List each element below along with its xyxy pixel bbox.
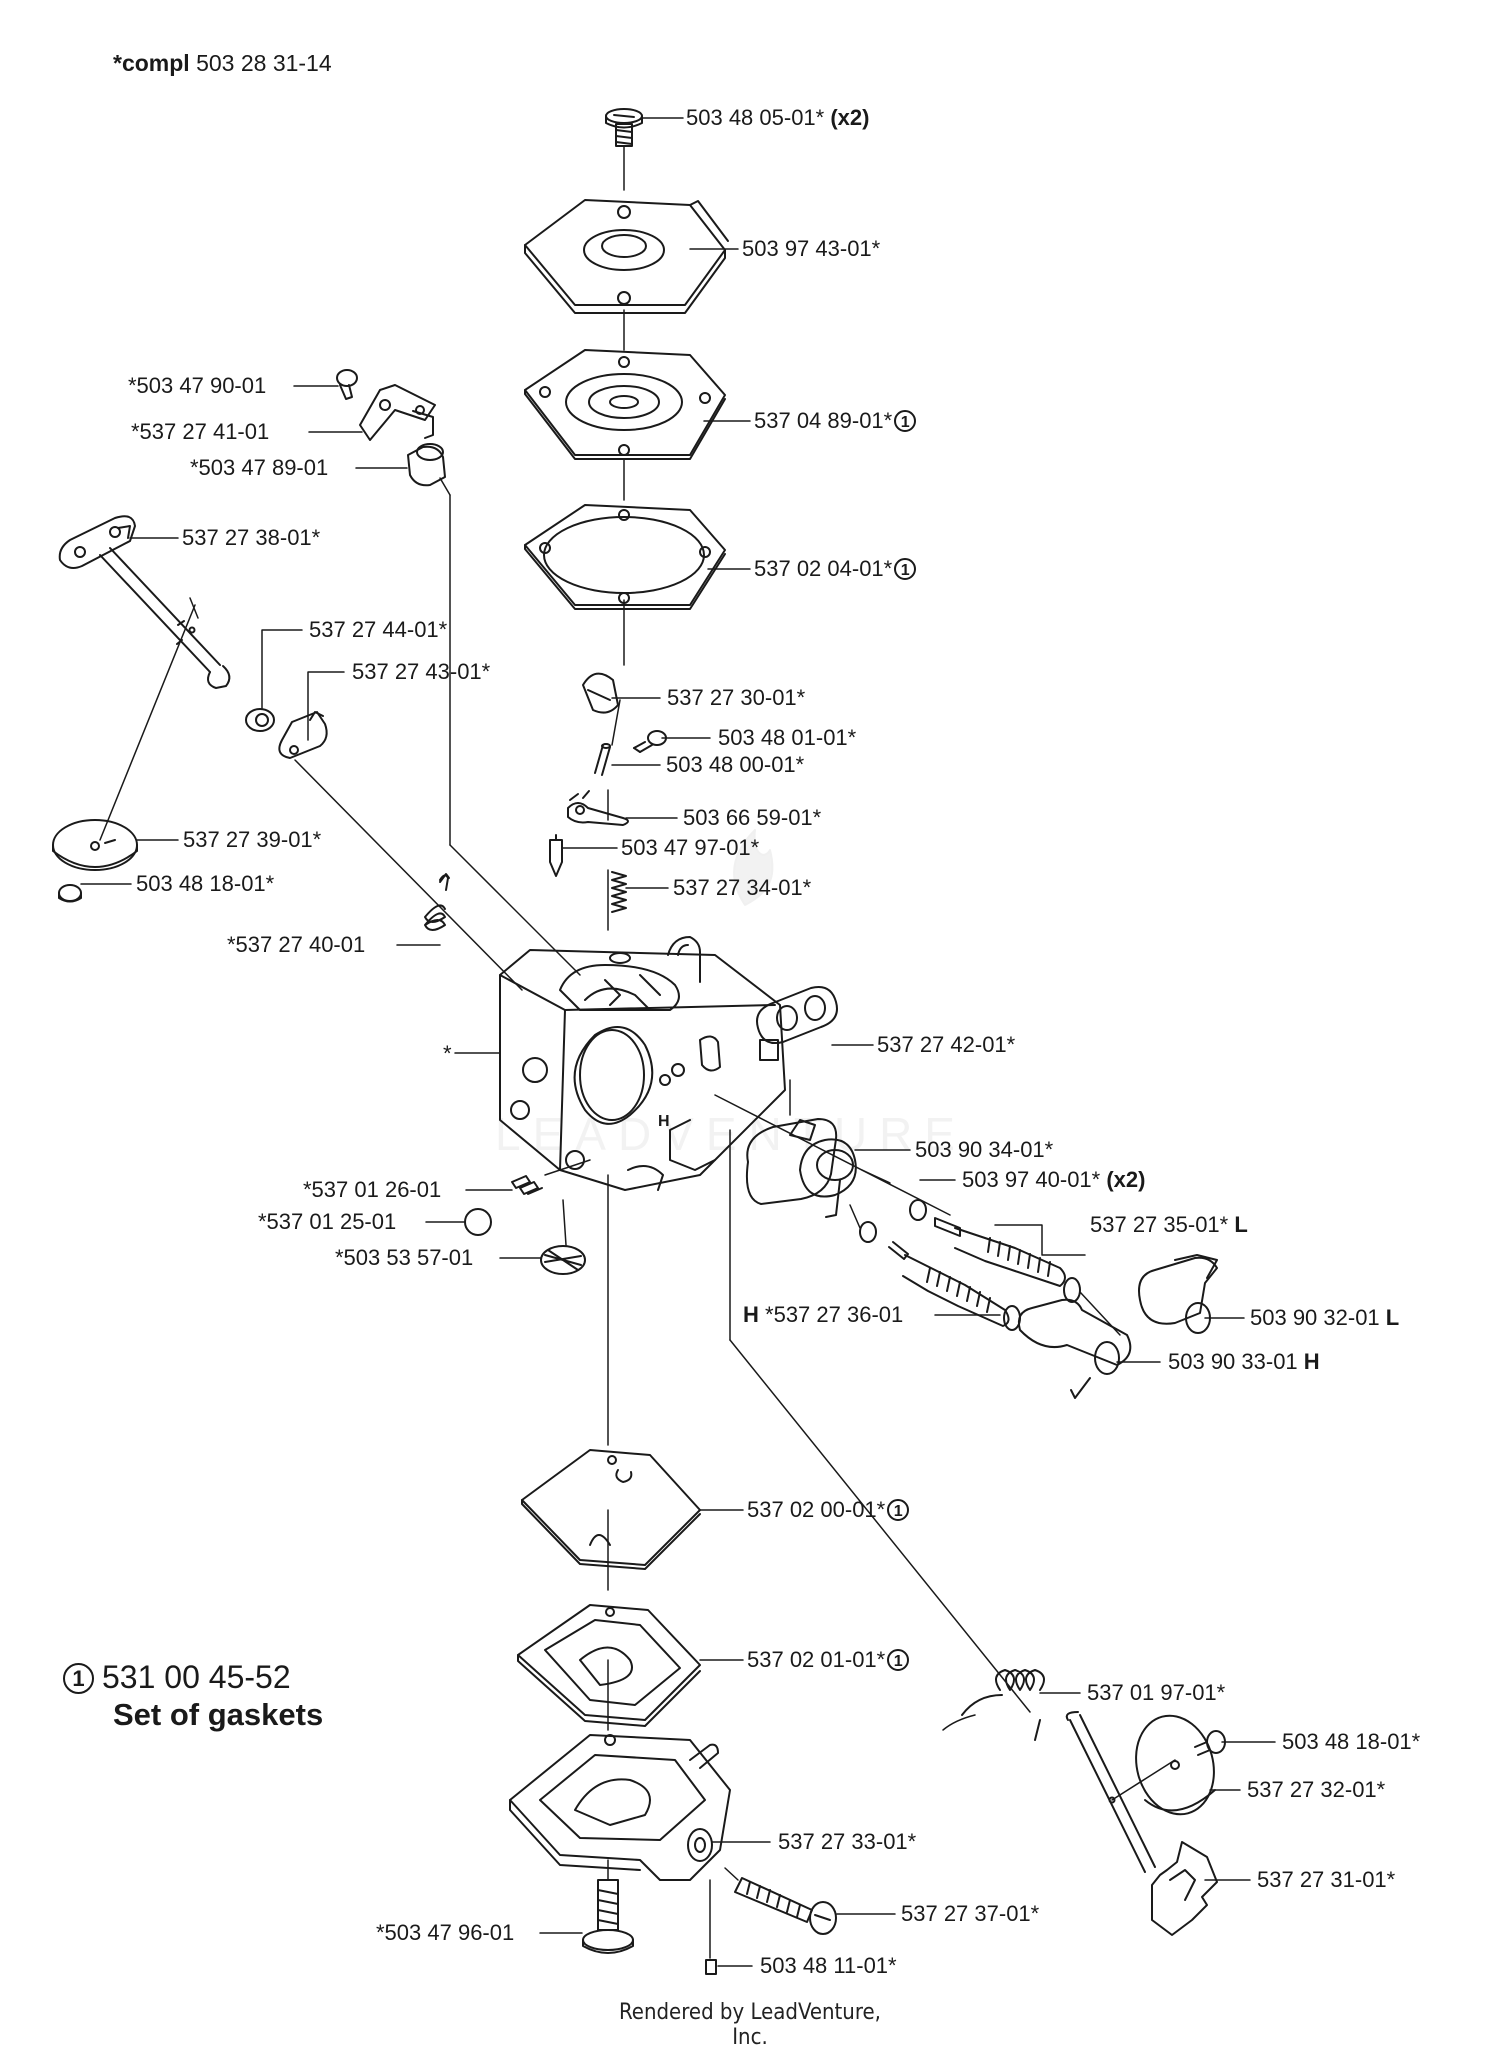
throttle-lever [1152, 1842, 1217, 1935]
cover-screw [583, 1880, 633, 1953]
svg-text:H: H [658, 1113, 670, 1130]
throttle-valve [1125, 1707, 1224, 1823]
complete-assembly-number: *compl 503 28 31-14 [113, 50, 332, 77]
callout-c18: 537 27 34-01* [673, 875, 812, 900]
throttle-shaft [1067, 1712, 1155, 1872]
legend-part-number: 531 00 45-52 [102, 1659, 291, 1695]
throttle-screw [337, 370, 357, 399]
callout-c15: 503 66 59-01* [683, 805, 822, 830]
callout-c01: 503 48 05-01* (x2) [686, 105, 870, 130]
small-screw [634, 731, 666, 752]
legend-title: Set of gaskets [113, 1697, 324, 1732]
choke-detent [279, 712, 326, 758]
control-lever [568, 791, 628, 825]
callout-c24: 503 97 40-01* (x2) [962, 1167, 1146, 1192]
gasket-set-marker: 1 [894, 558, 917, 580]
choke-shaft [60, 516, 230, 688]
pump-diaphragm [525, 350, 725, 459]
callout-c25: *537 01 25-01 [258, 1209, 397, 1234]
compl-prefix: *compl [113, 50, 190, 76]
callout-c02: 503 97 43-01* [742, 236, 881, 261]
welch-plug [706, 1960, 716, 1974]
callout-c13: 503 48 00-01* [666, 752, 805, 777]
choke-valve [53, 820, 137, 870]
throttle-valve-screw [1195, 1731, 1225, 1755]
callout-c40: 503 48 11-01* [760, 1953, 897, 1978]
high-speed-cap [1019, 1300, 1130, 1398]
callout-c03: *503 47 90-01 [128, 373, 267, 398]
o-rings [860, 1200, 926, 1242]
callout-c14: 537 27 39-01* [183, 827, 322, 852]
leader-lines [81, 118, 1275, 1966]
compl-number: 503 28 31-14 [196, 50, 332, 76]
callout-c37: 537 27 31-01* [1257, 1867, 1396, 1892]
central-axis-lines [608, 146, 624, 1730]
inlet-cover [583, 674, 618, 713]
callout-c21: * [443, 1041, 452, 1066]
filter-screen [541, 1246, 585, 1274]
callout-c33: 537 01 97-01* [1087, 1680, 1226, 1705]
lever-pin [595, 744, 610, 775]
callout-c09: 537 27 44-01* [309, 617, 448, 642]
metering-cover [510, 1735, 730, 1880]
screw-top [606, 109, 642, 146]
callout-c36: 537 27 33-01* [778, 1829, 917, 1854]
watermark-text: LEADVENTURE [495, 1108, 967, 1160]
gasket-set-marker: 1 [887, 1649, 910, 1671]
callout-c35: 537 27 32-01* [1247, 1777, 1386, 1802]
choke-washer [246, 709, 274, 731]
callout-c16: 503 47 97-01* [621, 835, 760, 860]
callout-c32: 537 02 01-01*1 [747, 1647, 910, 1673]
choke-screw [59, 885, 81, 902]
legend-marker: 1 [63, 1663, 94, 1694]
idle-speed-screw [735, 1878, 836, 1934]
callout-c30: 503 90 33-01 H [1168, 1349, 1320, 1374]
idle-spring [512, 1176, 542, 1194]
inlet-needle [550, 835, 562, 876]
gasket-set-marker: 1 [894, 410, 917, 432]
callout-c31: 537 02 00-01*1 [747, 1497, 910, 1523]
throttle-bracket [360, 385, 435, 440]
carburetor-body: H [500, 937, 785, 1190]
callout-c23: *537 01 26-01 [303, 1177, 442, 1202]
callout-c04: *537 27 41-01 [131, 419, 270, 444]
callout-c10: 537 27 43-01* [352, 659, 491, 684]
callout-c12: 503 48 01-01* [718, 725, 857, 750]
callout-c08: 537 02 04-01*1 [754, 556, 917, 582]
gasket-set-marker: 1 [887, 1499, 910, 1521]
throttle-bushing [408, 444, 445, 485]
callout-c05: 537 04 89-01*1 [754, 408, 917, 434]
adjuster-sleeve [757, 987, 837, 1043]
check-ball [465, 1209, 491, 1235]
return-spring [425, 874, 449, 930]
callout-c28: H *537 27 36-01 [743, 1302, 904, 1327]
callout-c34: 503 48 18-01* [1282, 1729, 1421, 1754]
legend-number: 1 531 00 45-52 [63, 1658, 291, 1696]
callout-c38: 537 27 37-01* [901, 1901, 1040, 1926]
pump-cover [525, 200, 728, 313]
callout-c27: *503 53 57-01 [335, 1245, 474, 1270]
callout-c20: 537 27 42-01* [877, 1032, 1016, 1057]
low-speed-cap [1139, 1255, 1217, 1333]
callout-c29: 503 90 32-01 L [1250, 1305, 1400, 1330]
callout-c26: 537 27 35-01* L [1090, 1212, 1248, 1237]
low-speed-needle [935, 1218, 1080, 1302]
callout-c06: *503 47 89-01 [190, 455, 329, 480]
callout-c11: 537 27 30-01* [667, 685, 806, 710]
callout-c19: *537 27 40-01 [227, 932, 366, 957]
high-speed-needle [889, 1242, 1020, 1330]
throttle-spring [962, 1670, 1044, 1740]
metering-gasket [522, 1450, 700, 1569]
callout-c39: *503 47 96-01 [376, 1920, 515, 1945]
callout-c17: 503 48 18-01* [136, 871, 275, 896]
pump-gasket [525, 505, 725, 609]
callout-c07: 537 27 38-01* [182, 525, 321, 550]
callout-c22: 503 90 34-01* [915, 1137, 1054, 1162]
metering-diaphragm [518, 1605, 700, 1726]
footer-credit: Rendered by LeadVenture, Inc. [619, 2000, 881, 2050]
metering-spring [612, 872, 626, 912]
